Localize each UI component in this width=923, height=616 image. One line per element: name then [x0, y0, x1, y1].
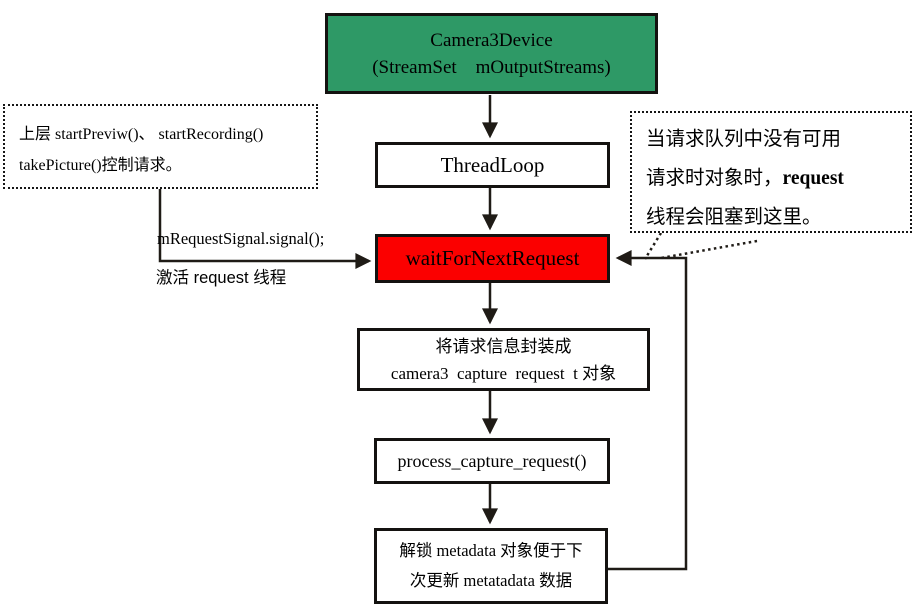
node-encapsulate-line2: camera3 capture request t 对象 — [390, 363, 617, 383]
callout-blocking-request-keyword: request — [782, 168, 844, 189]
callout-blocking-line2: 请求时对象时，request — [646, 167, 844, 189]
node-camera3device-line1: Camera3Device — [430, 29, 553, 51]
node-threadloop-label: ThreadLoop — [440, 152, 545, 177]
arrow-upper-layer-to-wait — [158, 188, 372, 270]
label-activate-request-thread: 激活 request 线程 — [156, 269, 287, 287]
callout-upper-layer-requests: 上层 startPreviw()、 startRecording() takeP… — [3, 104, 318, 189]
node-threadloop: ThreadLoop — [375, 142, 610, 188]
node-camera3device-line2: (StreamSet mOutputStreams) — [372, 56, 611, 78]
node-wait-label: waitForNextRequest — [405, 246, 580, 270]
node-camera3device: Camera3Device (StreamSet mOutputStreams) — [325, 13, 658, 94]
callout-upper-layer-line2: takePicture()控制请求。 — [19, 157, 182, 174]
node-metadata-line2: 次更新 metatadata 数据 — [409, 571, 573, 590]
node-process-label: process_capture_request() — [397, 450, 587, 471]
callout-blocking-line3: 线程会阻塞到这里。 — [646, 206, 822, 228]
node-metadata-line1: 解锁 metadata 对象便于下 — [399, 541, 583, 560]
callout-blocking-line1: 当请求队列中没有可用 — [646, 128, 842, 150]
callout-request-blocking: 当请求队列中没有可用 请求时对象时，request 线程会阻塞到这里。 — [630, 111, 912, 233]
node-unlock-metadata: 解锁 metadata 对象便于下 次更新 metatadata 数据 — [374, 528, 608, 604]
node-wait-for-next-request: waitForNextRequest — [375, 234, 610, 283]
label-mrequestsignal: mRequestSignal.signal(); — [157, 229, 325, 248]
callout-tail-right-segment — [660, 239, 758, 260]
node-encapsulate-line1: 将请求信息封装成 — [435, 336, 572, 356]
node-encapsulate-request: 将请求信息封装成 camera3 capture request t 对象 — [357, 328, 650, 391]
node-process-capture-request: process_capture_request() — [374, 438, 610, 484]
callout-upper-layer-line1: 上层 startPreviw()、 startRecording() — [19, 126, 264, 143]
arrow-metadata-loop-to-wait — [608, 249, 688, 571]
